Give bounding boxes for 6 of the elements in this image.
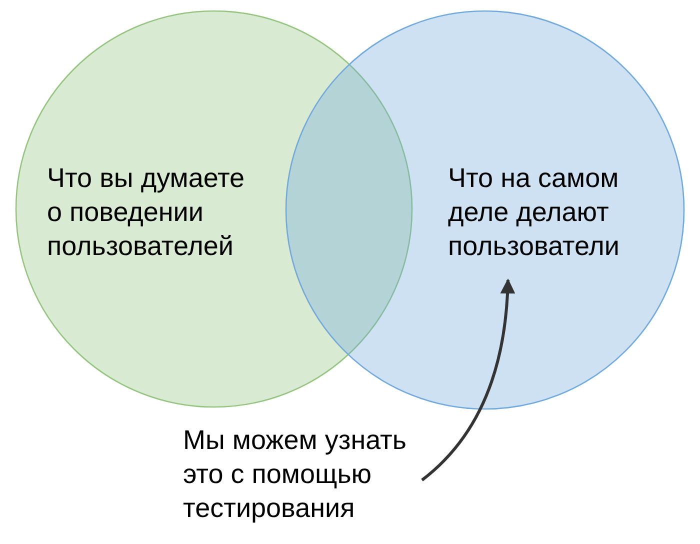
curved-arrow	[421, 278, 515, 482]
circle-label: Что на самом деле делают пользователи	[448, 162, 620, 263]
annotation-text: Мы можем узнать это с помощью тестирования	[183, 423, 418, 525]
venn-circle	[285, 10, 685, 410]
circle-label: Что вы думаете о поведении пользователей	[47, 162, 246, 263]
venn-circle	[15, 10, 413, 408]
